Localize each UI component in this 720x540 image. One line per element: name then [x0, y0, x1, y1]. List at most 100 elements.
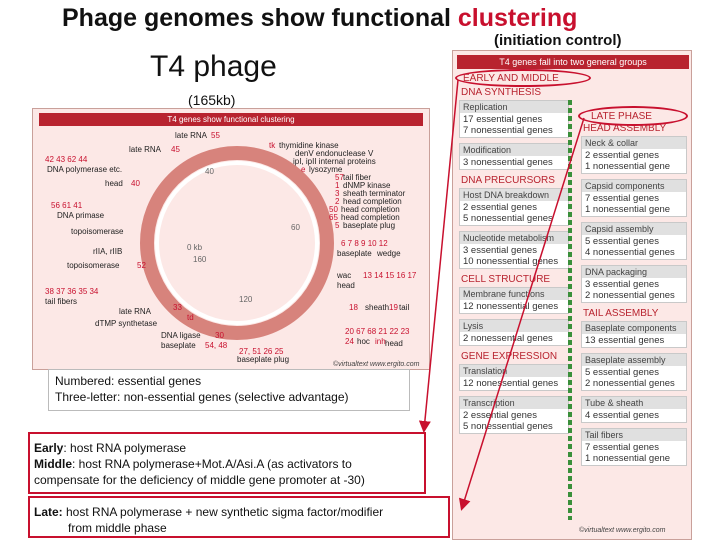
- gene-class-title: Translation: [460, 365, 568, 377]
- gene-count-line: 10 nonessential genes: [463, 256, 559, 267]
- gene-class-title: Membrane functions: [460, 288, 568, 300]
- gene-function-label: head completion: [341, 213, 400, 222]
- genome-circle: [140, 146, 334, 340]
- late-label: Late:: [34, 505, 63, 519]
- late-text-2: from middle phase: [68, 521, 167, 535]
- gene-number-label: 20 67 68 21 22 23: [345, 327, 410, 336]
- t4-phage-label: T4 phage: [150, 50, 277, 83]
- middle-label: Middle: [34, 457, 72, 471]
- gene-function-label: late RNA: [119, 307, 152, 316]
- section-heading: CELL STRUCTURE: [461, 274, 551, 285]
- gene-function-label: tail: [399, 303, 410, 312]
- gene-count-line: 5 nonessential genes: [463, 421, 553, 432]
- gene-function-label: sheath terminator: [343, 189, 406, 198]
- gene-class-title: Capsid components: [582, 180, 686, 192]
- gene-count-line: 12 nonessential genes: [463, 301, 559, 312]
- gene-function-label: head: [337, 281, 355, 290]
- gene-function-label: denV endonuclease V: [295, 149, 374, 158]
- gene-class-title: Capsid assembly: [582, 223, 686, 235]
- late-text: host RNA polymerase + new synthetic sigm…: [62, 505, 384, 519]
- slide-title: Phage genomes show functional clustering: [62, 4, 577, 33]
- gene-number-label: 55: [211, 131, 220, 140]
- gene-count-line: 3 nonessential genes: [463, 157, 553, 168]
- arrow-to-early-middle: [418, 79, 459, 433]
- gene-class-title: Baseplate assembly: [582, 354, 686, 366]
- gene-function-label: baseplate plug: [343, 221, 396, 230]
- gene-number-label: 52: [137, 261, 146, 270]
- gene-count-line: 3 essential genes: [463, 245, 537, 256]
- gene-class-title: Replication: [460, 101, 568, 113]
- gene-function-label: head completion: [341, 205, 400, 214]
- gene-function-label: tail fiber: [343, 173, 372, 182]
- gene-function-label: lysozyme: [309, 165, 343, 174]
- late-box: Late: host RNA polymerase + new syntheti…: [28, 496, 450, 538]
- gene-count-line: 7 essential genes: [585, 442, 659, 453]
- kb-tick-label: 120: [239, 295, 253, 304]
- gene-class-title: Modification: [460, 144, 568, 156]
- gene-number-label: 65: [329, 213, 338, 222]
- gene-number-label: 13 14 15 16 17: [363, 271, 417, 280]
- gene-number-label: 3: [335, 189, 340, 198]
- gene-count-line: 2 essential genes: [463, 202, 537, 213]
- gene-number-label: e: [301, 165, 306, 174]
- section-heading: HEAD ASSEMBLY: [583, 123, 667, 134]
- gene-number-label: 6 7 8 9 10 12: [341, 239, 388, 248]
- genome-credit: ©virtualtext www.ergito.com: [333, 361, 420, 368]
- gene-number-label: tk: [269, 141, 276, 150]
- gene-count-line: 7 essential genes: [585, 193, 659, 204]
- gene-number-label: td: [187, 313, 194, 322]
- gene-count-line: 17 essential genes: [463, 114, 543, 125]
- early-label: Early: [34, 441, 64, 455]
- gene-count-line: 2 nonessential genes: [585, 378, 675, 389]
- gene-number-label: 19: [389, 303, 398, 312]
- gene-class-title: Lysis: [460, 320, 568, 332]
- gene-class-title: Nucleotide metabolism: [460, 232, 568, 244]
- gene-number-label: 57: [335, 173, 344, 182]
- title-main: Phage genomes show functional: [62, 4, 458, 32]
- gene-number-label: 27, 51 26 25: [239, 347, 284, 356]
- kb-tick-label: 60: [291, 223, 300, 232]
- gene-class-title: Transcription: [460, 397, 568, 409]
- arrow-to-late: [458, 117, 585, 511]
- gene-count-line: 1 nonessential gene: [585, 453, 671, 464]
- gene-count-line: 5 essential genes: [585, 367, 659, 378]
- t4-gene-groups-panel: T4 genes fall into two general groups EA…: [452, 50, 692, 540]
- gene-number-label: 33: [173, 303, 182, 312]
- gene-function-label: baseplate: [161, 341, 196, 350]
- phase-divider: [568, 100, 572, 520]
- title-emphasis: clustering: [457, 4, 578, 32]
- gene-function-label: wedge: [377, 249, 401, 258]
- early-middle-highlight: [455, 69, 591, 87]
- gene-number-label: 42 43 62 44: [45, 155, 88, 164]
- kb-tick-label: 0 kb: [187, 243, 203, 252]
- gene-class-title: Baseplate components: [582, 322, 686, 334]
- gene-number-label: 40: [131, 179, 140, 188]
- gene-count-line: 5 nonessential genes: [463, 213, 553, 224]
- gene-function-label: baseplate plug: [237, 355, 290, 364]
- gene-count-line: 2 essential genes: [463, 410, 537, 421]
- gene-number-label: 50: [329, 205, 338, 214]
- gene-groups-header: T4 genes fall into two general groups: [457, 55, 689, 69]
- genome-map-header: T4 genes show functional clustering: [39, 113, 423, 126]
- early-middle-box: Early: host RNA polymerase Middle: host …: [28, 432, 426, 494]
- gene-class-title: Tube & sheath: [582, 397, 686, 409]
- section-heading: TAIL ASSEMBLY: [583, 308, 659, 319]
- gene-number-label: 38 37 36 35 34: [45, 287, 99, 296]
- slide-subtitle: (initiation control): [494, 32, 622, 49]
- groups-credit: ©virtualtext www.ergito.com: [579, 527, 666, 534]
- gene-count-line: 3 essential genes: [585, 279, 659, 290]
- legend-nonessential: Three-letter: non-essential genes (selec…: [55, 390, 349, 404]
- gene-function-label: topoisomerase: [67, 261, 120, 270]
- gene-number-label: 24: [345, 337, 354, 346]
- gene-function-label: DNA ligase: [161, 331, 201, 340]
